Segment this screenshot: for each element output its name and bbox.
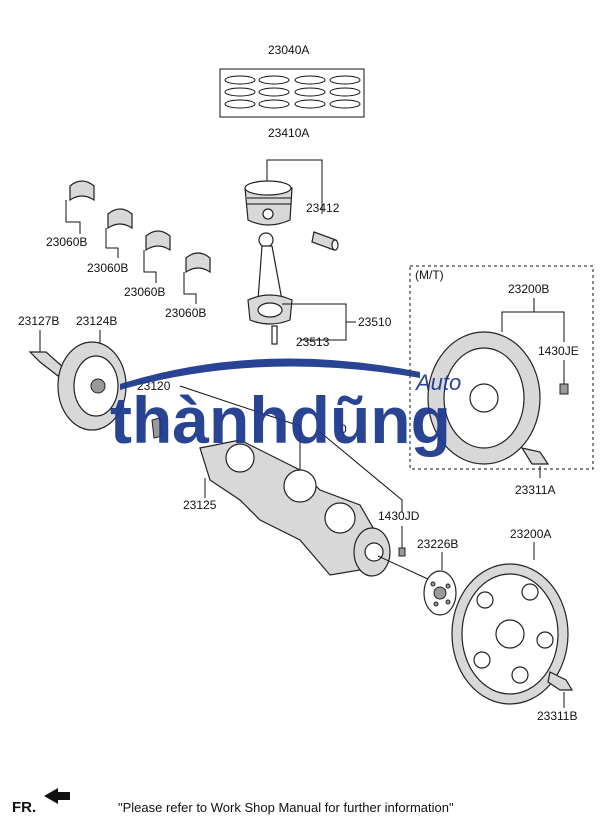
label-23311A: 23311A: [515, 483, 555, 497]
label-23200A: 23200A: [510, 527, 551, 541]
label-23510: 23510: [358, 315, 392, 329]
label-23040A: 23040A: [268, 43, 309, 57]
label-23410A: 23410A: [268, 126, 309, 140]
bearing-4: 23060B: [165, 252, 211, 320]
label-23226B: 23226B: [417, 537, 458, 551]
label-23124B: 23124B: [76, 314, 117, 328]
label-1430JE: 1430JE: [538, 344, 579, 358]
pin-1430JD: 1430JD: [319, 431, 420, 557]
bearing-1: 23060B: [46, 180, 95, 249]
label-23125: 23125: [183, 498, 217, 512]
label-23200B: 23200B: [508, 282, 549, 296]
crankshaft: 23120 0: [137, 379, 391, 577]
watermark-main: thànhdũng: [110, 383, 451, 457]
label-23311B: 23311B: [537, 709, 577, 723]
label-23060B-3: 23060B: [124, 285, 165, 299]
watermark-swoosh: [120, 358, 420, 390]
mt-label: (M/T): [415, 268, 444, 282]
mt-box: (M/T) 23200B 1430JE 23311A: [409, 265, 594, 497]
label-23513: 23513: [296, 335, 330, 349]
label-23060B-4: 23060B: [165, 306, 206, 320]
front-arrow-icon: [44, 788, 70, 804]
piston: 23410A 23412: [244, 126, 340, 251]
bearings: 23060B 23060B 23060B 23060B: [46, 180, 211, 320]
watermark: thànhdũng Auto: [110, 358, 461, 457]
footer: FR. "Please refer to Work Shop Manual fo…: [12, 788, 454, 816]
drive-plate: 23200A 23311B: [451, 527, 577, 723]
label-partial: 0: [340, 422, 347, 436]
ring-set-box: [219, 68, 365, 118]
label-1430JD: 1430JD: [378, 509, 420, 523]
piston-ring-set: 23040A: [219, 43, 365, 118]
bearing-3: 23060B: [124, 230, 171, 299]
label-23060B-2: 23060B: [87, 261, 128, 275]
adapter-plate: 23226B: [377, 537, 458, 616]
mt-dashed-box: [409, 265, 594, 470]
connecting-rod: 23510 23513: [247, 232, 392, 349]
bearing-2: 23060B: [87, 208, 133, 275]
label-23060B-1: 23060B: [46, 235, 87, 249]
label-23412: 23412: [306, 201, 340, 215]
footer-note: "Please refer to Work Shop Manual for fu…: [118, 800, 454, 815]
key: 23125: [151, 417, 217, 512]
label-23127B: 23127B: [18, 314, 59, 328]
fr-label: FR.: [12, 799, 36, 816]
watermark-sub: Auto: [414, 370, 461, 395]
